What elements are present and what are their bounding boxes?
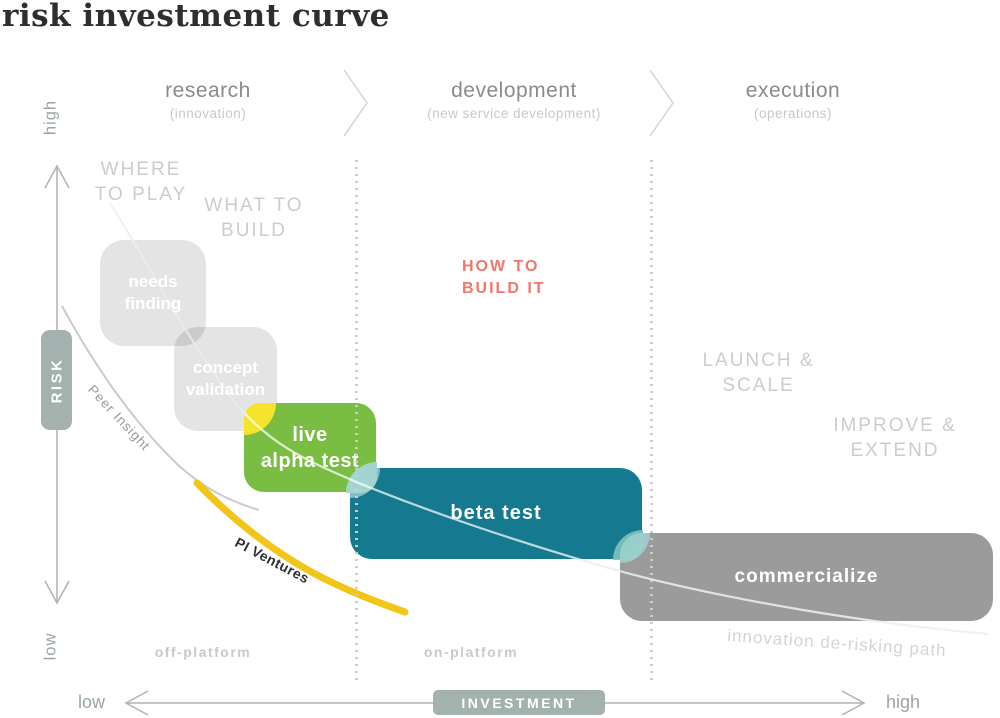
zone-label-launch-and-scale: LAUNCH & SCALE [702, 350, 815, 396]
phase-header-execution: execution (operations) [703, 79, 883, 121]
risk-axis-low-label: low [41, 632, 60, 661]
phase-sublabel: (new service development) [427, 106, 601, 121]
phase-chevron-icon [649, 69, 674, 137]
curve-label-derisking-path: innovation de-risking path [726, 626, 948, 661]
phase-chevron-icon [343, 69, 368, 137]
risk-axis-label: RISK [48, 357, 65, 403]
zone-label-what-to-build: WHAT TO BUILD [204, 195, 304, 241]
investment-axis-right-arrow-icon [841, 690, 866, 716]
zone-label-how-to-build-it: HOW TO BUILD IT [462, 258, 546, 297]
investment-axis-left-arrow-icon [124, 690, 149, 716]
zone-label-where-to-play: WHERE TO PLAY [94, 159, 188, 205]
stage-box-beta-test: beta test [350, 468, 642, 559]
phase-header-research: research (innovation) [128, 79, 288, 121]
phase-label: research [165, 79, 251, 102]
platform-label-off: off-platform [154, 644, 252, 660]
dotted-divider-research-development [355, 160, 358, 684]
dotted-divider-development-execution [650, 160, 653, 684]
investment-axis-pill: INVESTMENT [433, 690, 605, 715]
risk-axis-up-arrow-icon [44, 164, 70, 189]
phase-label: execution [745, 79, 841, 102]
phase-sublabel: (innovation) [169, 106, 247, 121]
risk-axis-pill: RISK [41, 330, 72, 430]
phase-label: development [451, 79, 577, 102]
curve-label-peer-insight: Peer Insight [85, 382, 154, 454]
zone-label-improve-and-extend: IMPROVE & EXTEND [833, 415, 957, 461]
risk-axis-high-label: high [41, 99, 60, 136]
investment-axis-low-label: low [78, 692, 106, 712]
platform-label-on: on-platform [423, 644, 519, 660]
stage-box-commercialize: commercialize [620, 533, 993, 621]
phase-header-development: development (new service development) [404, 79, 624, 121]
curve-label-pi-ventures: PI Ventures [232, 534, 313, 587]
risk-axis-down-arrow-icon [44, 580, 70, 605]
page-title: risk investment curve [2, 0, 390, 34]
investment-axis-high-label: high [886, 692, 921, 712]
phase-sublabel: (operations) [753, 106, 833, 121]
